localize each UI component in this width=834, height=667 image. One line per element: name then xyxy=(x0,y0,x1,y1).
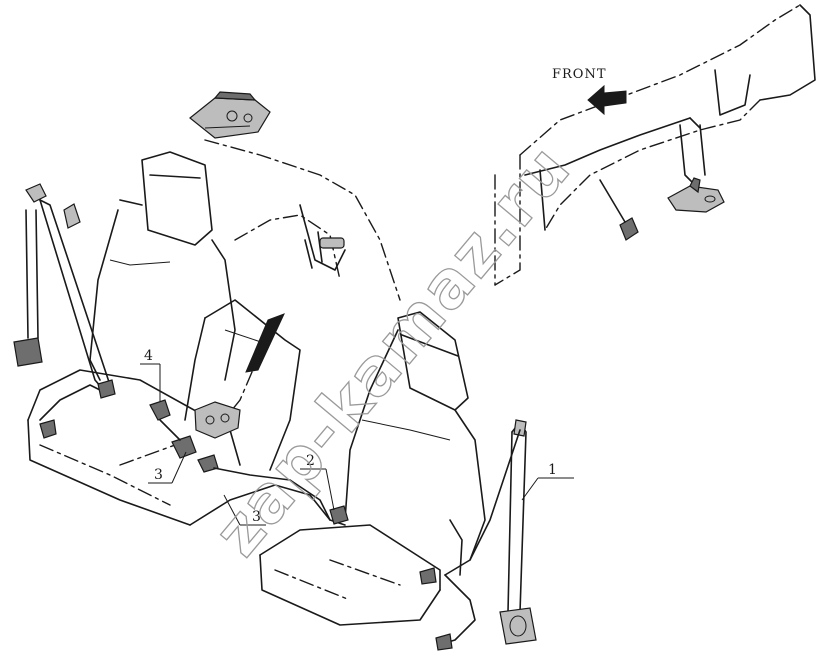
right-seat xyxy=(259,311,486,626)
front-direction-indicator: FRONT xyxy=(552,67,627,116)
callout-4: 4 xyxy=(140,348,161,402)
upper-mounting-bracket xyxy=(189,91,271,139)
cab-side-panel xyxy=(494,4,816,286)
callout-3-lower: 3 xyxy=(223,494,266,526)
floor-anchor-bracket xyxy=(667,177,725,213)
panel-belt-clip xyxy=(599,179,639,241)
callout-3-lower-label: 3 xyxy=(252,509,261,525)
left-shoulder-belt xyxy=(13,183,116,439)
right-inboard-buckle xyxy=(189,484,349,526)
front-label: FRONT xyxy=(552,67,607,82)
front-arrow-icon xyxy=(587,84,627,116)
callout-2: 2 xyxy=(300,453,335,511)
callout-1: 1 xyxy=(521,462,574,501)
right-shoulder-belt xyxy=(419,419,537,651)
callout-4-label: 4 xyxy=(144,348,153,364)
callout-2-label: 2 xyxy=(306,453,315,469)
callout-3-upper-label: 3 xyxy=(154,467,163,483)
callout-1-label: 1 xyxy=(548,462,557,478)
callout-3-upper: 3 xyxy=(148,451,187,484)
left-seat xyxy=(27,151,241,526)
center-buckle-assembly xyxy=(149,399,331,521)
center-lap-belt-strap xyxy=(231,313,285,411)
rear-wall xyxy=(204,139,401,301)
